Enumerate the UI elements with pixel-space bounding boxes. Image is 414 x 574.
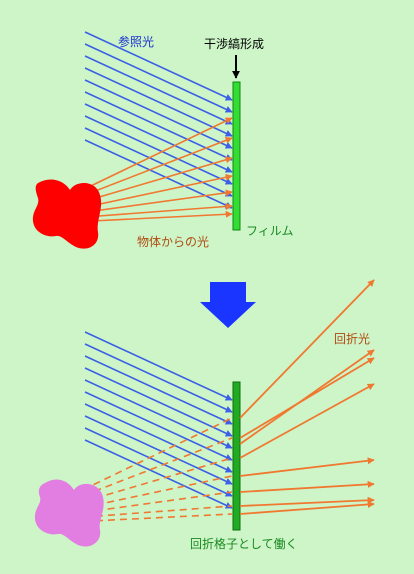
object-light-label: 物体からの光 [137,235,210,249]
reference-rays-bottom [84,331,233,509]
transition-arrow-icon [200,282,256,328]
film-label: フィルム [246,224,294,238]
interference-fringe-label: 干渉縞形成 [204,37,265,51]
film-top [232,81,241,231]
diffracted-rays [239,279,375,515]
diffracted-light-label: 回折光 [334,332,371,346]
grating-label: 回折格子として働く [190,537,298,551]
reference-light-label: 参照光 [118,35,155,49]
object-blob-bottom [34,479,104,547]
reference-rays-top [84,31,233,209]
film-bottom [232,381,241,531]
object-blob-top [32,179,102,249]
